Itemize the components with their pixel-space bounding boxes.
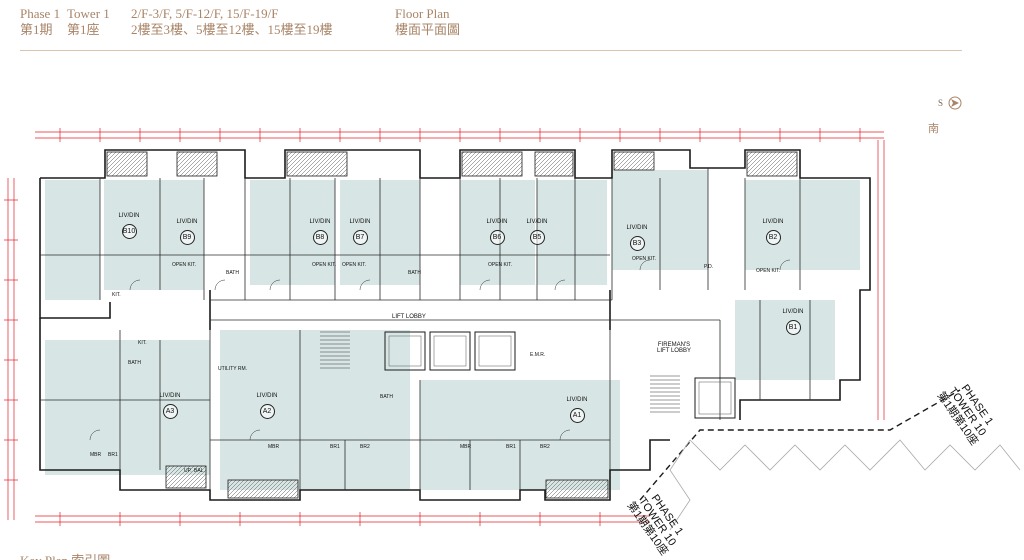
room-label-open-kit: OPEN KIT. (342, 262, 367, 268)
unit-B3: LIV/DIN B3 (622, 224, 652, 251)
north-arrow-icon (948, 96, 962, 110)
header-plan-cn: 樓面平面圖 (395, 22, 461, 37)
unit-id-badge: A2 (259, 404, 275, 419)
dimension-ticks (4, 128, 861, 526)
unit-id-badge: B2 (765, 230, 781, 245)
room-label-open-kit: OPEN KIT. (488, 262, 513, 268)
unit-fills (45, 170, 860, 490)
header-phase: Phase 1 第1期 (20, 6, 60, 38)
unit-room-label: LIV/DIN (762, 219, 784, 225)
tower-10-outline (669, 439, 1021, 531)
header-phase-en: Phase 1 (20, 6, 61, 21)
compass-s-label: S (938, 98, 944, 108)
unit-id-badge: B9 (179, 230, 195, 245)
dimension-lines (7, 131, 885, 523)
unit-room-label: LIV/DIN (349, 219, 371, 225)
unit-room-label: LIV/DIN (118, 213, 140, 219)
unit-B9: LIV/DIN B9 (172, 218, 202, 245)
unit-B6: LIV/DIN B6 (482, 218, 512, 245)
room-label-mbr: MBR (460, 444, 472, 450)
unit-id-badge: B3 (629, 236, 645, 251)
header-phase-cn: 第1期 (20, 22, 53, 37)
unit-A1: LIV/DIN A1 (562, 396, 592, 423)
unit-B1: LIV/DIN B1 (778, 308, 808, 335)
compass: S 南 (926, 92, 962, 136)
room-label-mbr: MBR (268, 444, 280, 450)
unit-id-badge: B5 (529, 230, 545, 245)
unit-room-label: LIV/DIN (782, 309, 804, 315)
unit-room-label: LIV/DIN (626, 225, 648, 231)
room-label-br1: BR1 (506, 444, 516, 450)
unit-room-label: LIV/DIN (159, 393, 181, 399)
room-label-br1: BR1 (330, 444, 340, 450)
tower-10-boundary (639, 389, 961, 501)
room-label-utility: UTILITY RM. (218, 366, 248, 372)
header-floors-en: 2/F-3/F, 5/F-12/F, 15/F-19/F (131, 6, 279, 21)
header-floors: 2/F-3/F, 5/F-12/F, 15/F-19/F 2樓至3樓、5樓至12… (131, 6, 333, 38)
key-plan-title: Key Plan 索引圖 (20, 550, 110, 560)
unit-room-label: LIV/DIN (486, 219, 508, 225)
room-label-bath: BATH (408, 270, 421, 276)
unit-room-label: LIV/DIN (256, 393, 278, 399)
door-swings (89, 259, 791, 441)
room-label-br2: BR2 (540, 444, 550, 450)
room-label-kit: KIT. (138, 340, 147, 346)
unit-id-badge: B1 (785, 320, 801, 335)
unit-id-badge: A1 (569, 408, 585, 423)
room-label-up: UP. (184, 468, 192, 474)
stairs (320, 331, 680, 413)
unit-room-label: LIV/DIN (176, 219, 198, 225)
plan-header: Phase 1 第1期 Tower 1 第1座 2/F-3/F, 5/F-12/… (20, 6, 964, 52)
unit-id-badge: A3 (162, 404, 178, 419)
header-divider (20, 50, 962, 51)
room-label-bath: BATH (128, 360, 141, 366)
unit-B10: LIV/DIN B10 (114, 212, 144, 239)
unit-B7: LIV/DIN B7 (345, 218, 375, 245)
room-label-mbr: MBR (90, 452, 102, 458)
room-label-open-kit: OPEN KIT. (312, 262, 337, 268)
room-label-bath: BATH (226, 270, 239, 276)
header-tower: Tower 1 第1座 (67, 6, 110, 38)
room-label-open-kit: OPEN KIT. (632, 256, 657, 262)
room-label-pd: P.D. (704, 264, 714, 270)
lift-core-inner (388, 335, 732, 415)
room-label-open-kit: OPEN KIT. (756, 268, 781, 274)
room-label-br2: BR2 (360, 444, 370, 450)
unit-A2: LIV/DIN A2 (252, 392, 282, 419)
unit-id-badge: B7 (352, 230, 368, 245)
unit-room-label: LIV/DIN (566, 397, 588, 403)
header-plan-en: Floor Plan (395, 6, 450, 21)
unit-B5: LIV/DIN B5 (522, 218, 552, 245)
unit-B2: LIV/DIN B2 (758, 218, 788, 245)
compass-cn-label: 南 (928, 123, 939, 135)
unit-id-badge: B10 (121, 224, 137, 239)
room-label-emr: E.M.R. (530, 352, 546, 358)
lift-core (384, 331, 736, 419)
partitions (40, 168, 811, 500)
header-floors-cn: 2樓至3樓、5樓至12樓、15樓至19樓 (131, 22, 333, 37)
lift-lobby-label: LIFT LOBBY (392, 314, 426, 320)
room-label-bal: BAL. (194, 468, 205, 474)
unit-id-badge: B6 (489, 230, 505, 245)
unit-id-badge: B8 (312, 230, 328, 245)
unit-room-label: LIV/DIN (526, 219, 548, 225)
unit-B8: LIV/DIN B8 (305, 218, 335, 245)
header-tower-en: Tower 1 (67, 6, 110, 21)
room-label-br1: BR1 (108, 452, 118, 458)
header-tower-cn: 第1座 (67, 22, 100, 37)
room-label-open-kit: OPEN KIT. (172, 262, 197, 268)
header-plan-title: Floor Plan 樓面平面圖 (395, 6, 460, 38)
balconies (106, 151, 798, 499)
unit-A3: LIV/DIN A3 (155, 392, 185, 419)
room-label-bath: BATH (380, 394, 393, 400)
firemans-lift-lobby-label: FIREMAN'S LIFT LOBBY (657, 342, 691, 354)
unit-room-label: LIV/DIN (309, 219, 331, 225)
room-label-kit: KIT. (112, 292, 121, 298)
